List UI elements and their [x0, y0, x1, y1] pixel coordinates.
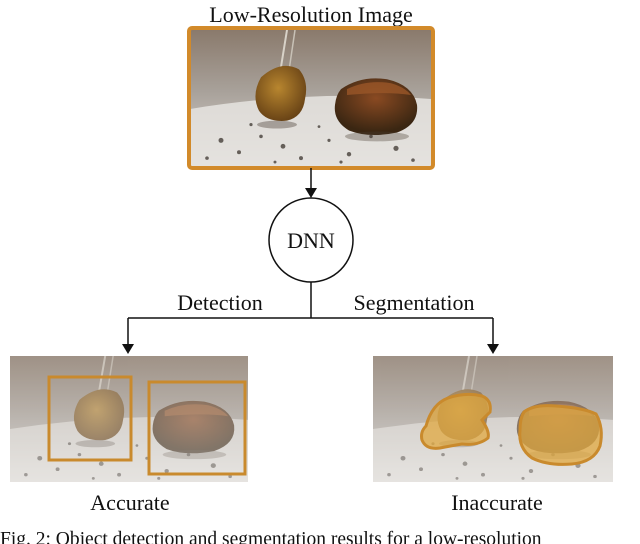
segmentation-mask-right-frog [518, 404, 603, 466]
low-resolution-image [187, 26, 435, 170]
inaccurate-label: Inaccurate [451, 490, 543, 515]
figure-caption: Fig. 2: Object detection and segmentatio… [0, 529, 542, 544]
bounding-box-left-frog [47, 375, 133, 462]
segmentation-label: Segmentation [354, 290, 475, 315]
dnn-node: DNN [268, 197, 354, 283]
dnn-label: DNN [287, 228, 335, 253]
accurate-label: Accurate [90, 490, 169, 515]
arrow-to-dnn [305, 168, 317, 198]
bounding-box-right-frog [147, 380, 247, 476]
segmentation-mask-left-frog [420, 392, 492, 450]
detection-result-image [10, 356, 248, 482]
segmentation-result-image [373, 356, 613, 482]
detection-label: Detection [177, 290, 263, 315]
branch-connectors [122, 282, 499, 354]
input-image-title: Low-Resolution Image [209, 2, 412, 27]
